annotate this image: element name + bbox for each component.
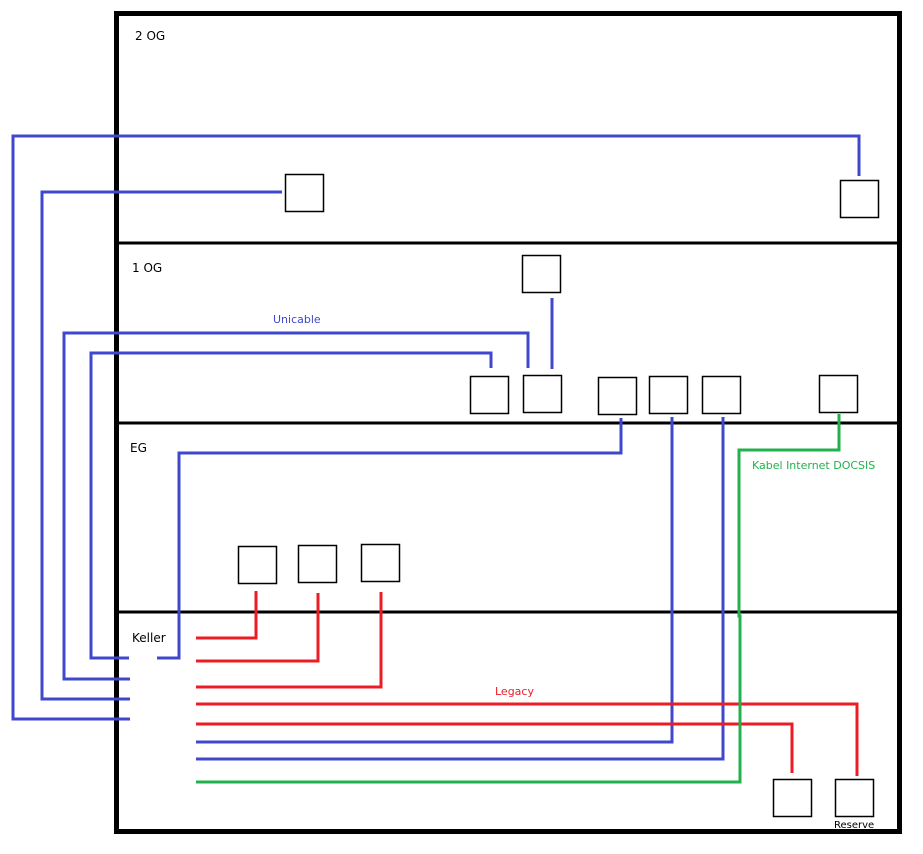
outlet-label-reserve: Reserve [834,820,874,831]
floor-label-1og: 1 OG [132,261,162,275]
floor-label-eg: EG [130,441,147,455]
cable-label-docsis: Kabel Internet DOCSIS [752,459,875,472]
cable-unicable-1og-5 [196,417,725,761]
outlet-1og-1[interactable] [469,375,510,415]
outlet-1og-2[interactable] [522,374,563,414]
floor-label-keller: Keller [132,631,166,645]
legacy-group [196,591,859,776]
cable-legacy-eg-1 [196,591,258,640]
cable-legacy-keller-1 [196,722,794,773]
outlet-eg-2[interactable] [297,544,338,584]
outlet-2og-right[interactable] [839,179,880,219]
cable-unicable-2og-left [40,190,282,701]
floor-label-2og: 2 OG [135,29,165,43]
cable-unicable-1og-1 [89,351,493,660]
cable-legacy-eg-3 [196,592,383,689]
outlet-2og-left[interactable] [284,173,325,213]
outlet-1og-5[interactable] [701,375,742,415]
cable-unicable-2og-right [11,134,861,721]
cable-unicable-1og-2 [62,331,530,681]
cable-legacy-reserve [196,702,859,776]
outlet-1og-docsis[interactable] [818,374,859,414]
outlet-1og-top[interactable] [521,254,562,294]
cable-legacy-eg-2 [196,593,320,663]
cable-docsis [196,414,841,784]
cable-label-legacy: Legacy [495,685,534,698]
unicable-group [11,134,861,761]
outlet-keller-reserve[interactable] [834,778,875,818]
cable-unicable-1og-4 [196,417,674,744]
outlet-1og-4[interactable] [648,375,689,415]
outlet-keller-1[interactable] [772,778,813,818]
cable-label-unicable: Unicable [273,313,321,326]
outlet-eg-1[interactable] [237,545,278,585]
cable-unicable-1og-3 [157,418,623,660]
outlet-eg-3[interactable] [360,543,401,583]
outlet-1og-3[interactable] [597,376,638,416]
